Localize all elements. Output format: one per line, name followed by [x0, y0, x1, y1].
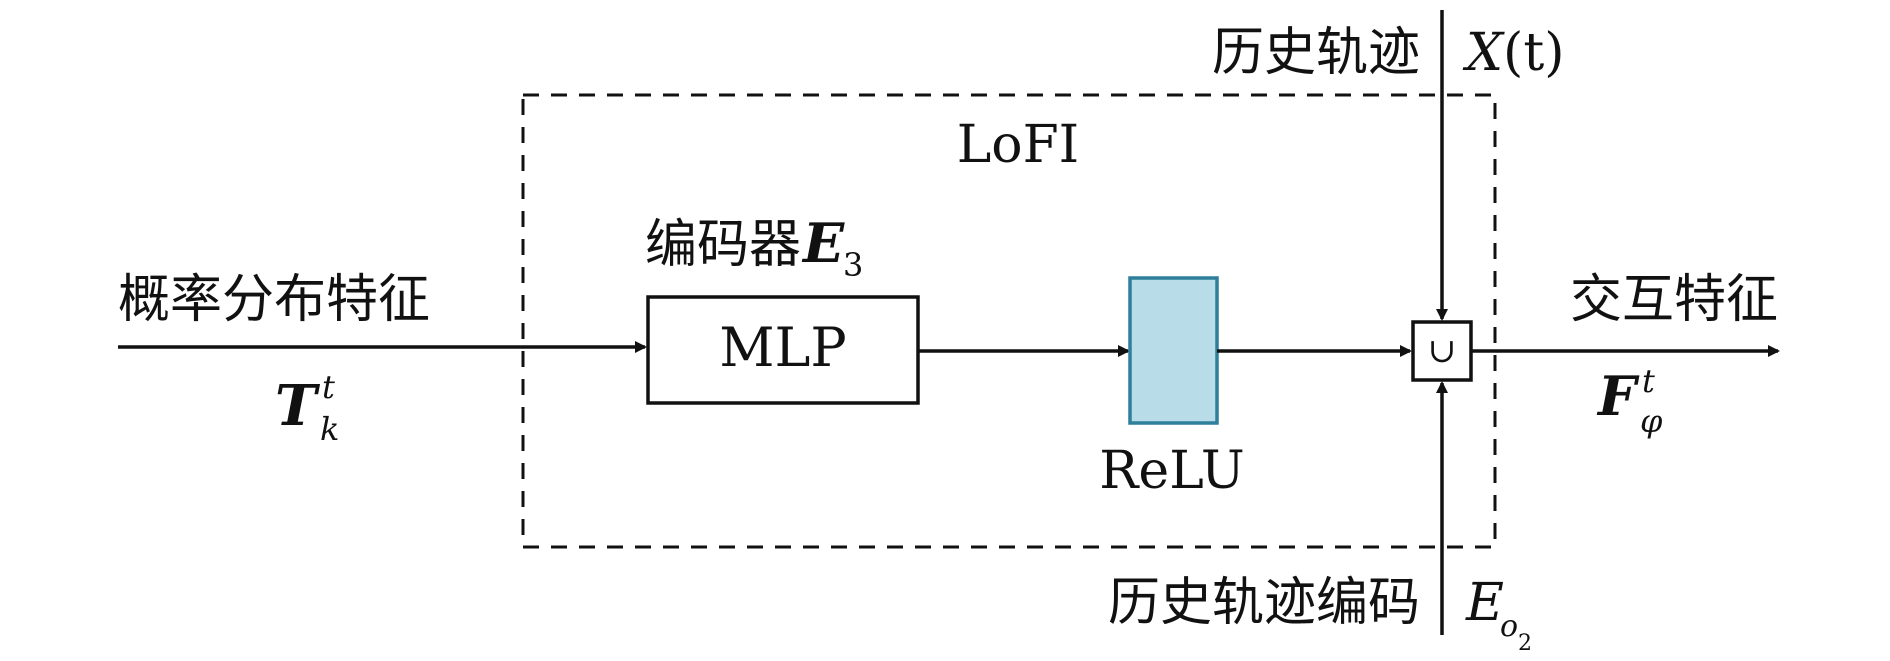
relu-label: ReLU	[1099, 441, 1244, 501]
encoder-title: 编码器	[645, 215, 801, 275]
output-title: 交互特征	[1570, 270, 1778, 330]
module-name: LoFI	[957, 115, 1079, 175]
encoder-symbol: E	[801, 211, 845, 275]
mlp-label: MLP	[719, 316, 847, 379]
output-symbol: F	[1596, 364, 1640, 428]
input-sup: t	[322, 368, 335, 406]
input-symbol: T	[275, 373, 321, 439]
input-sub: k	[320, 410, 339, 448]
history-top-title: 历史轨迹	[1212, 23, 1420, 83]
encoder-sub: 3	[843, 246, 863, 284]
history-bottom-sub: o	[1500, 609, 1518, 644]
history-top-symbol: X(t)	[1462, 23, 1565, 83]
output-sub: φ	[1640, 402, 1663, 440]
merge-node	[1411, 320, 1473, 382]
history-bottom-title: 历史轨迹编码	[1108, 573, 1420, 633]
output-sup: t	[1642, 362, 1655, 400]
lofi-boundary	[521, 93, 1497, 549]
input-title: 概率分布特征	[118, 270, 430, 330]
relu-block	[1128, 276, 1219, 425]
history-bottom-subsub: 2	[1518, 631, 1532, 656]
history-bottom-symbol: E	[1465, 573, 1504, 633]
merge-symbol: ∪	[1428, 331, 1457, 371]
